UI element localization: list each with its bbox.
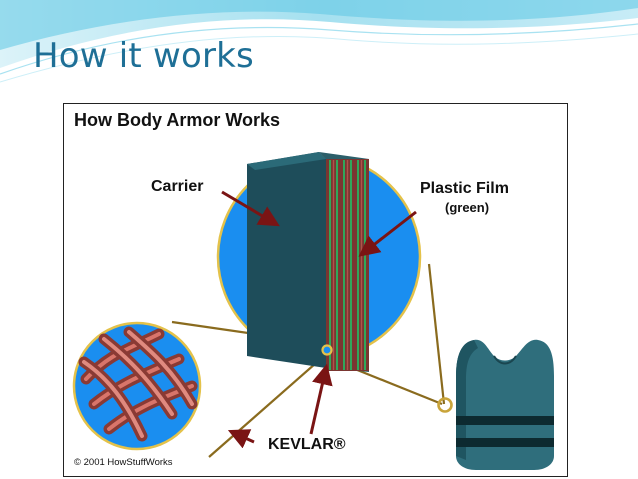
weave-callout-ring xyxy=(321,344,333,356)
plastic-film-label: Plastic Film xyxy=(420,180,509,197)
body-armor-illustration xyxy=(72,152,554,470)
kevlar-weave-circle xyxy=(72,321,202,451)
slide-title: How it works xyxy=(33,36,254,76)
kevlar-layers xyxy=(326,159,369,371)
vest-icon xyxy=(456,339,554,470)
kevlar-arrow-to-panel xyxy=(309,363,333,435)
plastic-film-arrow xyxy=(358,210,417,257)
figure-title: How Body Armor Works xyxy=(74,110,281,130)
carrier-arrow xyxy=(221,190,280,227)
carrier-label: Carrier xyxy=(151,178,204,195)
plastic-film-note: (green) xyxy=(445,200,490,215)
diagram-figure: How Body Armor Works Carrier Plastic Fil… xyxy=(63,103,568,477)
kevlar-label: KEVLAR® xyxy=(268,436,346,453)
kevlar-arrow-to-weave xyxy=(227,429,255,449)
copyright-text: © 2001 HowStuffWorks xyxy=(74,457,173,468)
vest-callout-ring xyxy=(437,397,453,413)
header-wave-decoration xyxy=(0,0,638,83)
magnified-view-circle xyxy=(216,152,422,372)
